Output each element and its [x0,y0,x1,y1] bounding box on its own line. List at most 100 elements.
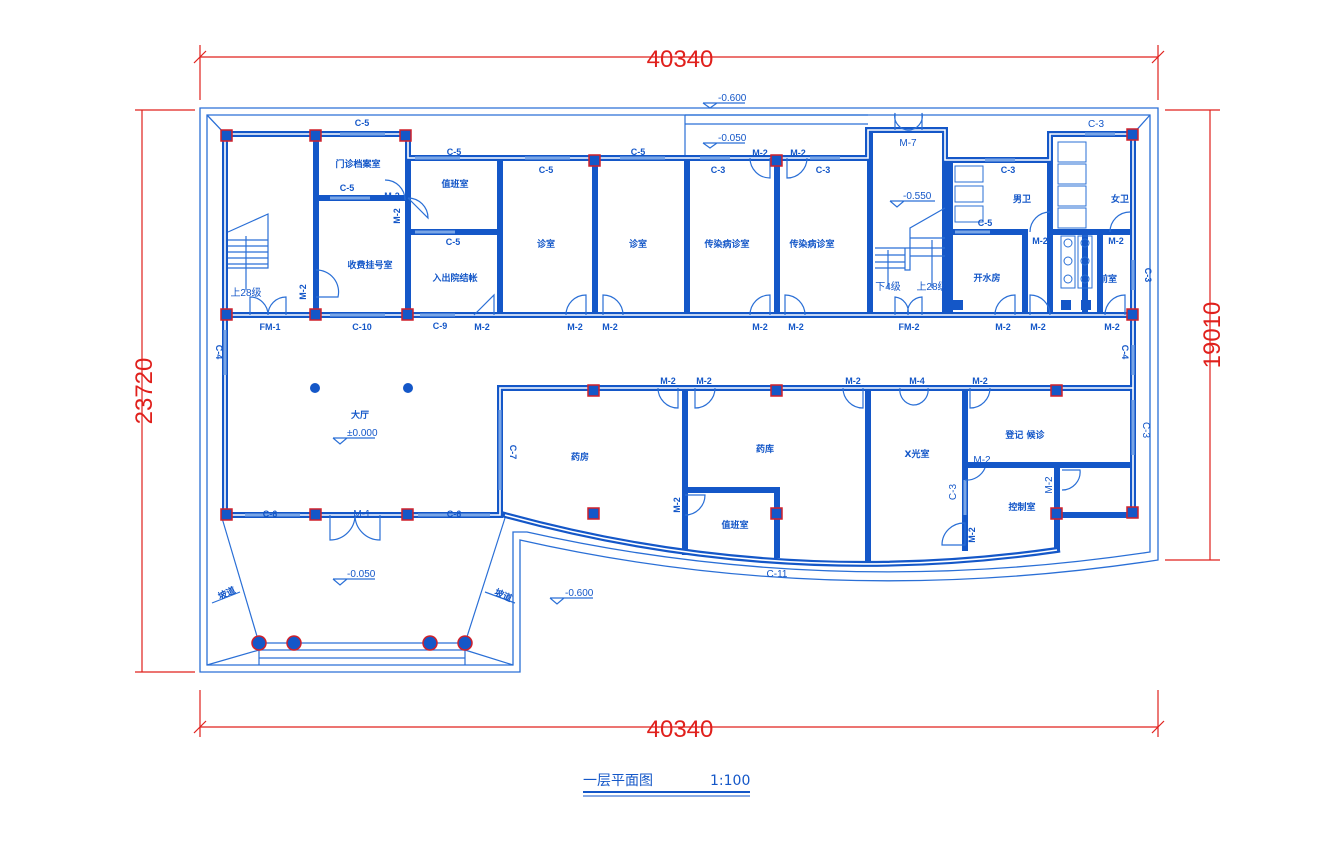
elevation-north-apron: -0.600 [718,93,747,104]
door-label: M-2 [1044,476,1055,494]
door-label: M-2 [972,376,988,386]
door-label: FM-1 [260,322,281,332]
stair-label-down: 下4级 [875,281,901,293]
door-label: M-2 [384,191,400,201]
elevation-entrance: -0.050 [347,569,376,580]
door-label: M-2 [602,322,618,332]
window-label: C-3 [711,165,726,175]
window-label: C-11 [767,569,788,580]
door-label: M-2 [1104,322,1120,332]
window-label: C-5 [355,118,370,128]
window-label: C-6 [263,509,278,519]
dimension-left-label: 23720 [131,358,158,425]
toilet-fixtures [954,141,1093,289]
door-label: M-2 [1108,236,1124,246]
window-label: C-9 [433,321,448,331]
window-label: C-6 [447,509,462,519]
room-xray: X光室 [905,448,930,460]
window-label: C-3 [1088,119,1105,130]
stair-label-left: 上28级 [230,287,261,299]
door-label: M-2 [392,208,402,224]
window-label: C-7 [508,445,518,460]
door-label: M-2 [1030,322,1046,332]
dimension-right: 19010 [1165,109,1226,561]
door-label: M-2 [298,284,308,300]
window-label: C-3 [1001,165,1016,175]
door-label: M-2 [474,322,490,332]
door-label: M-2 [845,376,861,386]
dimension-right-label: 19010 [1199,302,1226,369]
drawing-scale: 1:100 [710,773,750,789]
room-pharmacy: 药房 [571,451,589,463]
door-label: M-7 [899,138,917,149]
room-infectious-2: 传染病诊室 [788,238,834,250]
room-boiler: 开水房 [973,272,1000,284]
room-duty-2: 值班室 [721,519,748,531]
door-label: M-2 [752,322,768,332]
window-label: C-3 [816,165,831,175]
door-label: M-2 [660,376,676,386]
window-label: C-4 [1120,345,1130,360]
elevation-north-corridor: -0.050 [718,133,747,144]
room-admission: 入出院结帐 [431,272,477,284]
room-womens-toilet: 女卫 [1111,193,1129,205]
window-label: C-10 [352,322,372,332]
door-label: M-2 [567,322,583,332]
door-labels: FM-1 M-2 M-2 M-2 M-2 M-2 M-2 M-2 M-7 M-2… [260,138,1124,543]
drawing-title-name: 一层平面图 [583,773,653,789]
room-registration: 登记 候诊 [1004,429,1045,441]
door-label: M-2 [752,148,768,158]
window-label: C-3 [948,484,959,501]
door-label: M-2 [696,376,712,386]
elevation-south-apron: -0.600 [565,588,594,599]
door-label: M-2 [995,322,1011,332]
window-label: C-3 [1143,268,1153,283]
dimension-left: 23720 [131,109,195,673]
door-label: M-2 [1032,236,1048,246]
room-control: 控制室 [1008,501,1035,513]
door-label: M-1 [353,509,371,520]
room-consult-1: 诊室 [537,238,555,250]
windows [223,132,1135,517]
door-label: M-2 [788,322,804,332]
door-swings [249,112,1131,546]
drawing-title: 一层平面图 1:100 [583,773,750,797]
dimension-top-label: 40340 [647,46,714,73]
room-infectious-1: 传染病诊室 [703,238,749,250]
window-labels: C-5 C-5 C-5 C-5 C-5 C-5 C-10 C-9 C-3 C-3… [214,118,1153,580]
stair-label-up: 上28级 [916,281,947,293]
window-label: C-4 [214,345,224,360]
columns [220,128,1139,651]
room-duty-1: 值班室 [441,178,468,190]
door-label: M-2 [790,148,806,158]
ramp-label-left: 坡道 [216,584,237,602]
room-consult-2: 诊室 [629,238,647,250]
room-drug-store: 药库 [756,443,774,455]
room-lobby: 大厅 [351,409,369,421]
window-label: C-5 [447,147,462,157]
door-label: M-4 [909,376,925,386]
window-label: C-5 [340,183,355,193]
room-anteroom: 前室 [1099,273,1117,285]
stairs: 上28级 下4级 上28级 [227,207,948,299]
dimension-bottom-label: 40340 [647,716,714,743]
dimension-bottom: 40340 [193,690,1165,743]
door-label: M-2 [672,497,682,513]
dimension-top: 40340 [193,45,1165,100]
window-label: C-5 [446,237,461,247]
elevation-stair: -0.550 [903,191,932,202]
window-label: C-5 [631,147,646,157]
window-label: C-5 [539,165,554,175]
room-cashier: 收费挂号室 [347,259,392,271]
window-label: C-3 [1140,422,1151,439]
door-label: M-2 [973,455,991,466]
door-label: FM-2 [899,322,920,332]
elevation-marks: -0.600 -0.050 -0.550 ±0.000 -0.050 -0.60… [332,93,935,605]
elevation-lobby: ±0.000 [347,428,378,439]
door-label: M-2 [967,527,977,543]
site-outline [199,107,1159,673]
room-mens-toilet: 男卫 [1013,194,1031,205]
room-archive: 门诊档案室 [335,158,380,170]
window-label: C-5 [978,218,993,228]
